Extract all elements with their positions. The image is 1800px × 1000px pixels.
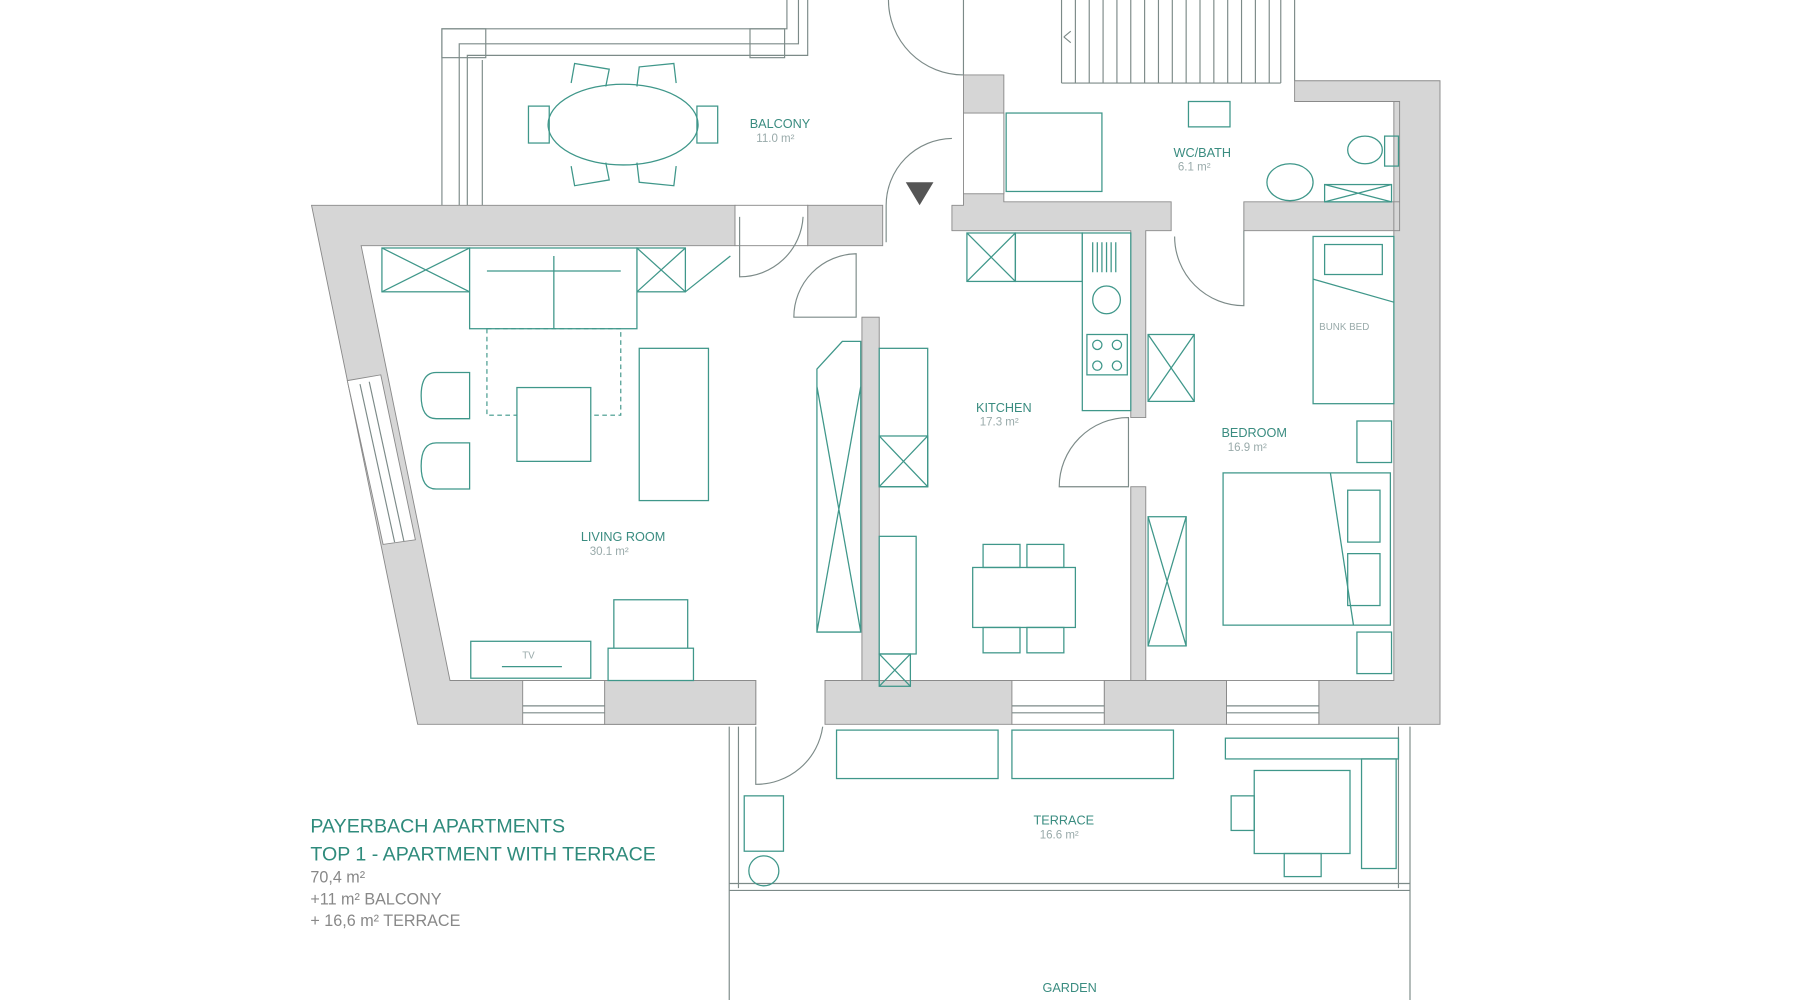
project-title: PAYERBACH APARTMENTS	[310, 816, 565, 838]
living-room-label: LIVING ROOM	[581, 530, 666, 544]
garden-label: GARDEN	[1043, 981, 1097, 995]
wc-bath-area: 6.1 m²	[1178, 162, 1211, 174]
terrace-area-note: + 16,6 m² TERRACE	[310, 912, 460, 930]
kitchen-furniture	[878, 232, 1132, 687]
staircase	[887, 0, 1296, 84]
balcony-railing	[441, 0, 809, 206]
title-block: PAYERBACH APARTMENTS TOP 1 - APARTMENT W…	[310, 816, 655, 930]
kitchen-label: KITCHEN	[976, 401, 1032, 415]
doors	[739, 137, 1245, 785]
wc-bath-label: WC/BATH	[1174, 146, 1232, 160]
windows	[346, 112, 1320, 725]
balcony-label: BALCONY	[750, 117, 811, 131]
tv-label: TV	[522, 651, 535, 662]
bedroom-label: BEDROOM	[1221, 426, 1286, 440]
terrace-area: 16.6 m²	[1040, 830, 1079, 842]
living-room-furniture: TV	[381, 247, 862, 682]
bathroom-fixtures	[1005, 100, 1400, 203]
apartment-area: 70,4 m²	[310, 868, 365, 886]
bedroom-furniture: BUNK BED	[1147, 235, 1395, 675]
balcony-area: 11.0 m²	[756, 133, 794, 145]
terrace-label: TERRACE	[1034, 814, 1095, 828]
bedroom-area: 16.9 m²	[1228, 442, 1267, 454]
living-room-area: 30.1 m²	[590, 546, 629, 558]
balcony-area-note: +11 m² BALCONY	[310, 890, 441, 908]
balcony-dining-set	[527, 62, 719, 187]
apartment-title: TOP 1 - APARTMENT WITH TERRACE	[310, 843, 655, 865]
terrace	[728, 726, 1411, 1000]
kitchen-area: 17.3 m²	[980, 417, 1019, 429]
room-labels: BALCONY 11.0 m² WC/BATH 6.1 m² KITCHEN 1…	[581, 117, 1287, 995]
bunk-bed-label: BUNK BED	[1319, 322, 1369, 333]
entrance-marker-icon	[905, 182, 934, 206]
